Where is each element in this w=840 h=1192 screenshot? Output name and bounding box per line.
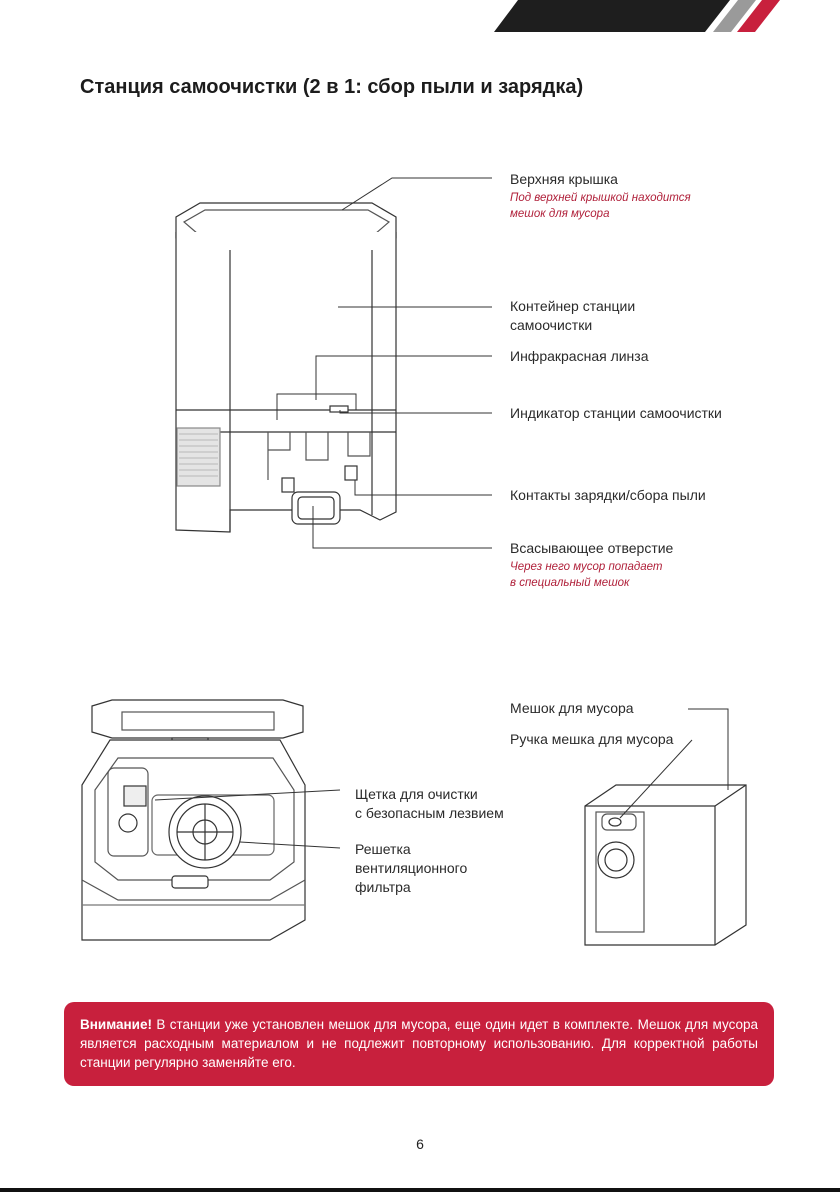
label-grille-1: Решетка [355, 841, 411, 857]
label-grille-3: фильтра [355, 879, 411, 895]
warning-box: Внимание! В станции уже установлен мешок… [64, 1002, 774, 1086]
note-suction-2: в специальный мешок [510, 577, 630, 589]
label-indicator: Индикатор станции самоочистки [510, 405, 722, 421]
label-grille-2: вентиляционного [355, 860, 468, 876]
label-bag-handle: Ручка мешка для мусора [510, 731, 674, 747]
note-suction-1: Через него мусор попадает [510, 561, 663, 573]
note-top-cover-1: Под верхней крышкой находится [510, 192, 691, 204]
station-illustration [175, 177, 492, 549]
label-brush-2: с безопасным лезвием [355, 805, 504, 821]
corner-decoration [494, 0, 780, 32]
label-container-2: самоочистки [510, 317, 593, 333]
label-brush-1: Щетка для очистки [355, 786, 478, 802]
page-title: Станция самоочистки (2 в 1: сбор пыли и … [80, 76, 584, 98]
warning-text: В станции уже установлен мешок для мусор… [80, 1017, 758, 1070]
note-top-cover-2: мешок для мусора [510, 208, 610, 220]
footer-line [0, 1188, 840, 1192]
label-ir-lens: Инфракрасная линза [510, 348, 649, 364]
label-suction: Всасывающее отверстие [510, 540, 674, 556]
label-container-1: Контейнер станции [510, 298, 636, 314]
page-number: 6 [416, 1136, 424, 1152]
label-bag: Мешок для мусора [510, 700, 634, 716]
warning-title: Внимание! [80, 1017, 152, 1032]
label-contacts: Контакты зарядки/сбора пыли [510, 487, 706, 503]
open-station-illustration [81, 699, 747, 946]
label-top-cover: Верхняя крышка [510, 171, 618, 187]
